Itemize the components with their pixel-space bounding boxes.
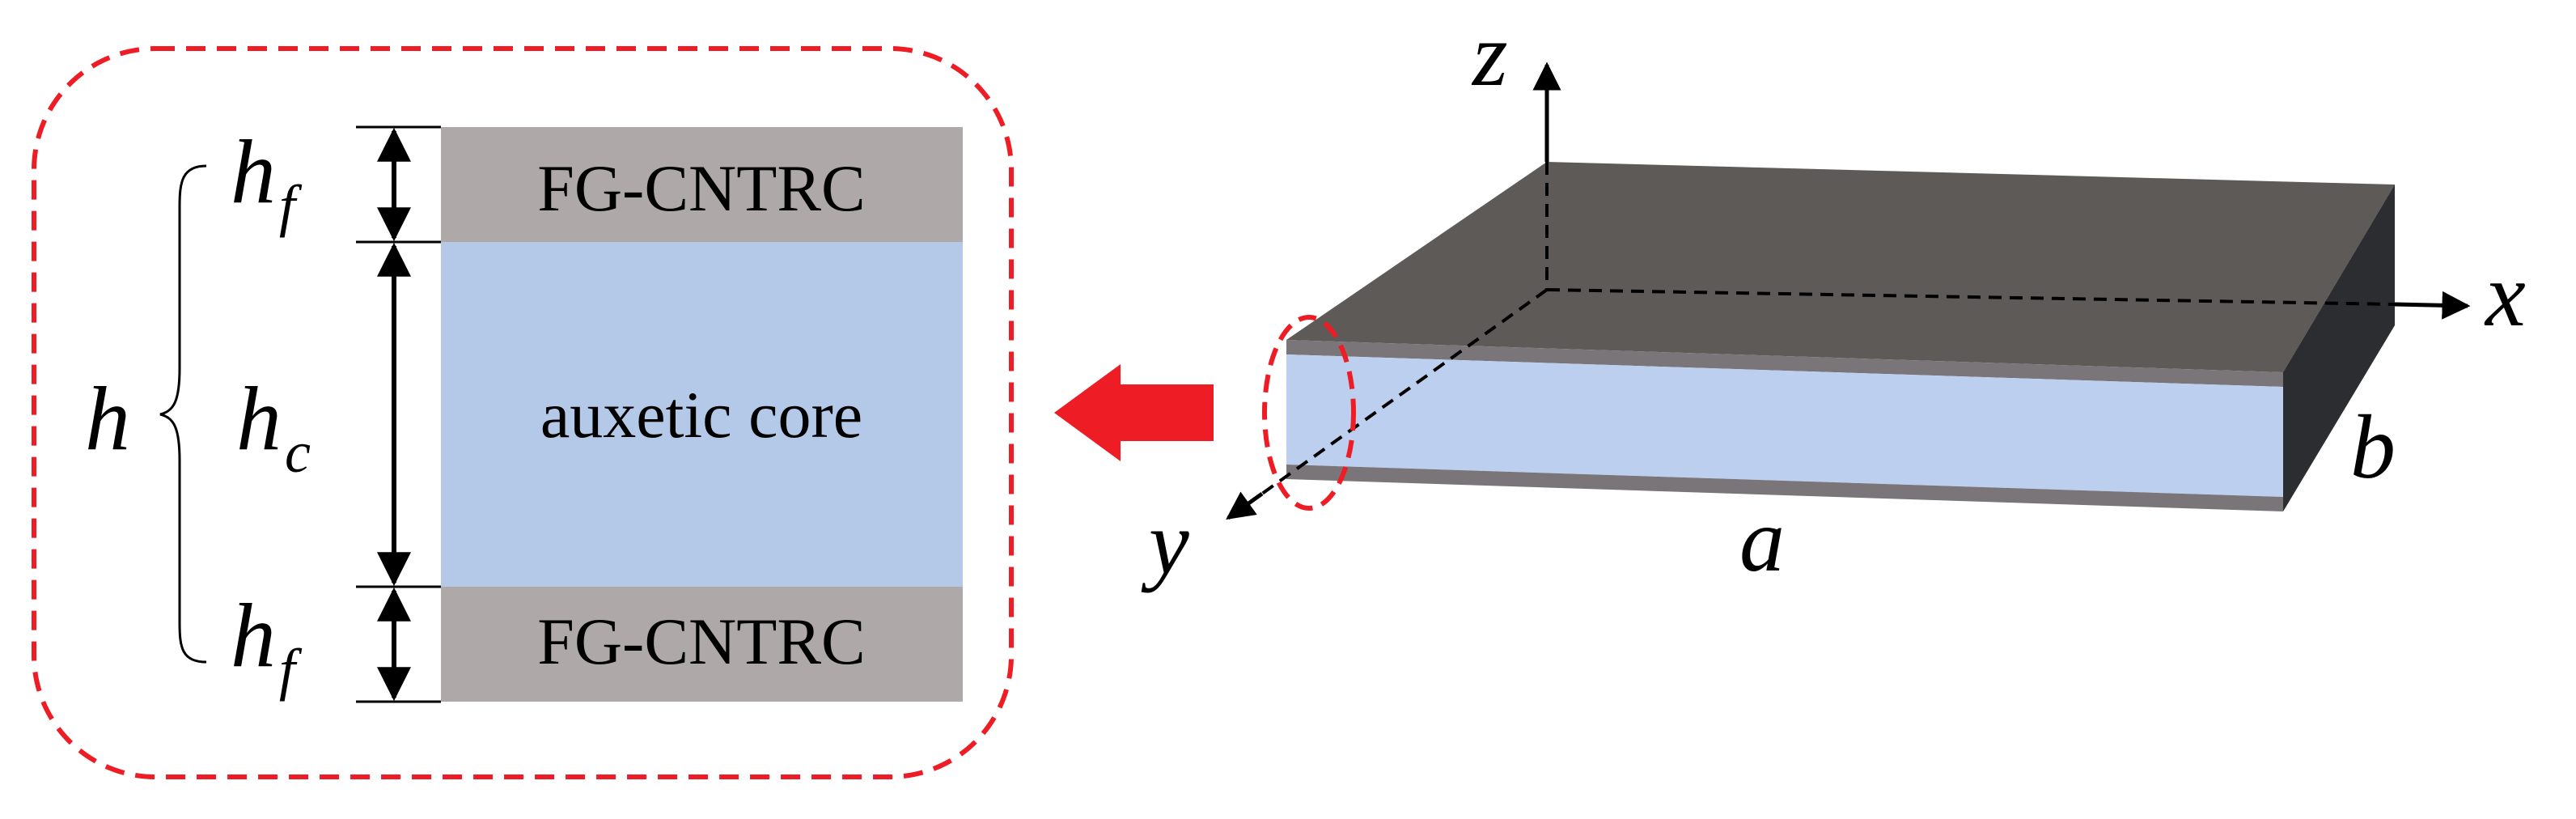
plate-front-top-face	[1286, 340, 2283, 387]
x-axis-arrow	[2394, 291, 2471, 320]
axis-arrows	[1226, 62, 2471, 520]
top-face-thickness-symbol: hf	[231, 122, 303, 238]
bottom-face-sheet	[441, 587, 963, 702]
plate-front-bottom-face	[1286, 465, 2283, 511]
top-face-sheet	[441, 127, 963, 242]
core-thickness-symbol: hc	[236, 369, 311, 485]
plate-right-side	[2283, 185, 2395, 511]
detail-callout-frame	[32, 46, 1014, 779]
total-thickness-symbol: h	[85, 369, 130, 469]
edge-highlight-ellipse	[1262, 315, 1356, 511]
hidden-axes	[1260, 162, 2396, 495]
auxetic-core-layer	[441, 242, 963, 587]
z-axis-label: z	[1471, 5, 1508, 105]
y-axis-arrow	[1226, 491, 1264, 520]
x-axis-label: x	[2484, 245, 2526, 346]
cross-section-panel: FG-CNTRC auxetic core FG-CNTRC h hf hc h…	[32, 46, 1014, 779]
core-label: auxetic core	[540, 378, 862, 452]
length-label: a	[1739, 490, 1785, 591]
detail-pointer-arrow	[1054, 364, 1214, 461]
top-face-label: FG-CNTRC	[537, 151, 866, 225]
plate-top-surface	[1286, 162, 2395, 372]
dimension-ticks	[356, 125, 441, 703]
total-thickness-brace	[159, 164, 207, 664]
y-axis-label: y	[1141, 493, 1189, 593]
bottom-face-thickness-symbol: hf	[231, 586, 303, 702]
plate-front-core	[1286, 354, 2283, 497]
width-label: b	[2350, 397, 2396, 498]
bottom-face-label: FG-CNTRC	[537, 605, 866, 678]
plate-3d-view: z x y a b	[1141, 5, 2526, 593]
